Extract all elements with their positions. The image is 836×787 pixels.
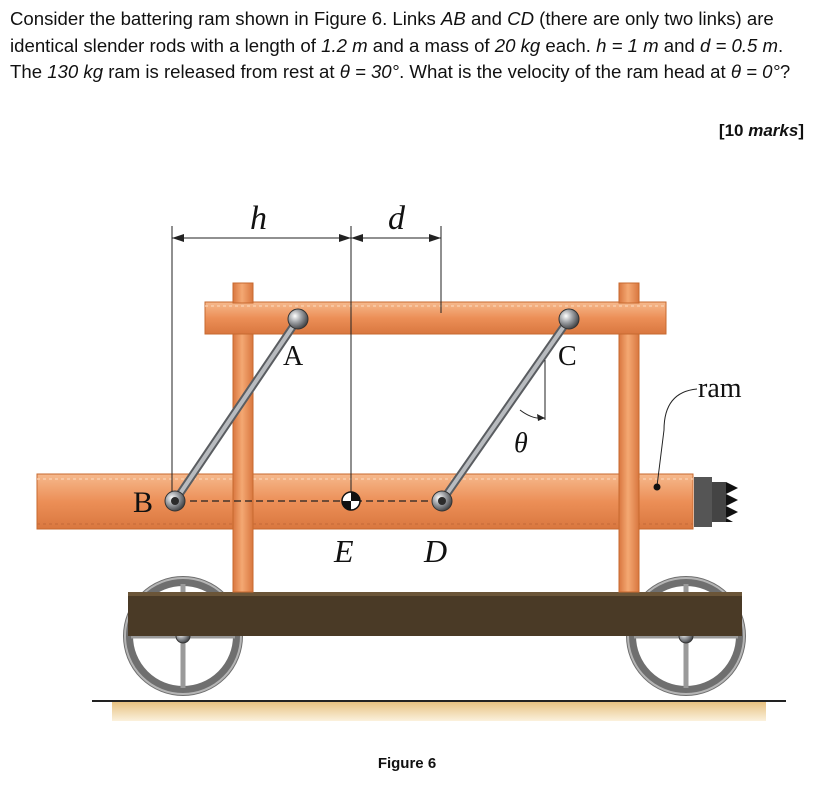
ram-pointer-dot bbox=[653, 483, 661, 491]
question-part: and a mass of bbox=[367, 34, 495, 56]
link-cd-label: CD bbox=[507, 8, 535, 29]
question-part: . What is the velocity of the ram head a… bbox=[399, 61, 731, 82]
dimension-arrows bbox=[172, 234, 441, 242]
cart-deck bbox=[128, 592, 742, 636]
center-of-mass-e bbox=[341, 491, 361, 511]
ram-pointer-line bbox=[656, 388, 698, 487]
top-beam bbox=[204, 301, 667, 335]
question-part: ram is released from rest at bbox=[103, 61, 340, 82]
pin-a bbox=[287, 308, 309, 330]
question-text: Consider the battering ram shown in Figu… bbox=[10, 6, 816, 86]
link-ab-label: AB bbox=[440, 8, 466, 29]
initial-angle-value: θ = 30° bbox=[339, 61, 400, 82]
h-value: h = 1 m bbox=[596, 34, 659, 56]
ram-mass-value: 130 kg bbox=[47, 61, 104, 82]
question-part: Consider the battering ram shown in Figu… bbox=[10, 8, 441, 29]
question-part: and bbox=[658, 34, 700, 56]
label-e: E bbox=[333, 533, 354, 569]
label-c: C bbox=[558, 341, 577, 372]
label-ram: ram bbox=[698, 373, 742, 404]
final-angle-value: θ = 0° bbox=[730, 61, 780, 82]
label-theta: θ bbox=[514, 428, 528, 459]
ram-head bbox=[694, 477, 738, 527]
label-a: A bbox=[283, 341, 304, 372]
link-mass-value: 20 kg bbox=[494, 34, 541, 56]
question-part: and bbox=[465, 8, 508, 29]
question-part: ? bbox=[779, 61, 791, 82]
question-part: (there are only two links) are identical… bbox=[10, 8, 774, 56]
question-part: . The bbox=[10, 34, 784, 83]
figure-caption: Figure 6 bbox=[377, 755, 437, 772]
link-length-value: 1.2 m bbox=[321, 34, 368, 56]
ram-beam bbox=[36, 473, 694, 530]
ground bbox=[112, 701, 766, 721]
question-part: each. bbox=[540, 34, 597, 56]
d-value: d = 0.5 m bbox=[699, 34, 779, 56]
label-d: d bbox=[388, 200, 406, 237]
label-d-point: D bbox=[423, 533, 447, 569]
marks-label: [10 marks] bbox=[718, 121, 804, 140]
dimension-lines bbox=[171, 226, 442, 493]
pin-c bbox=[558, 308, 580, 330]
label-b: B bbox=[133, 486, 153, 519]
label-h: h bbox=[250, 200, 267, 237]
